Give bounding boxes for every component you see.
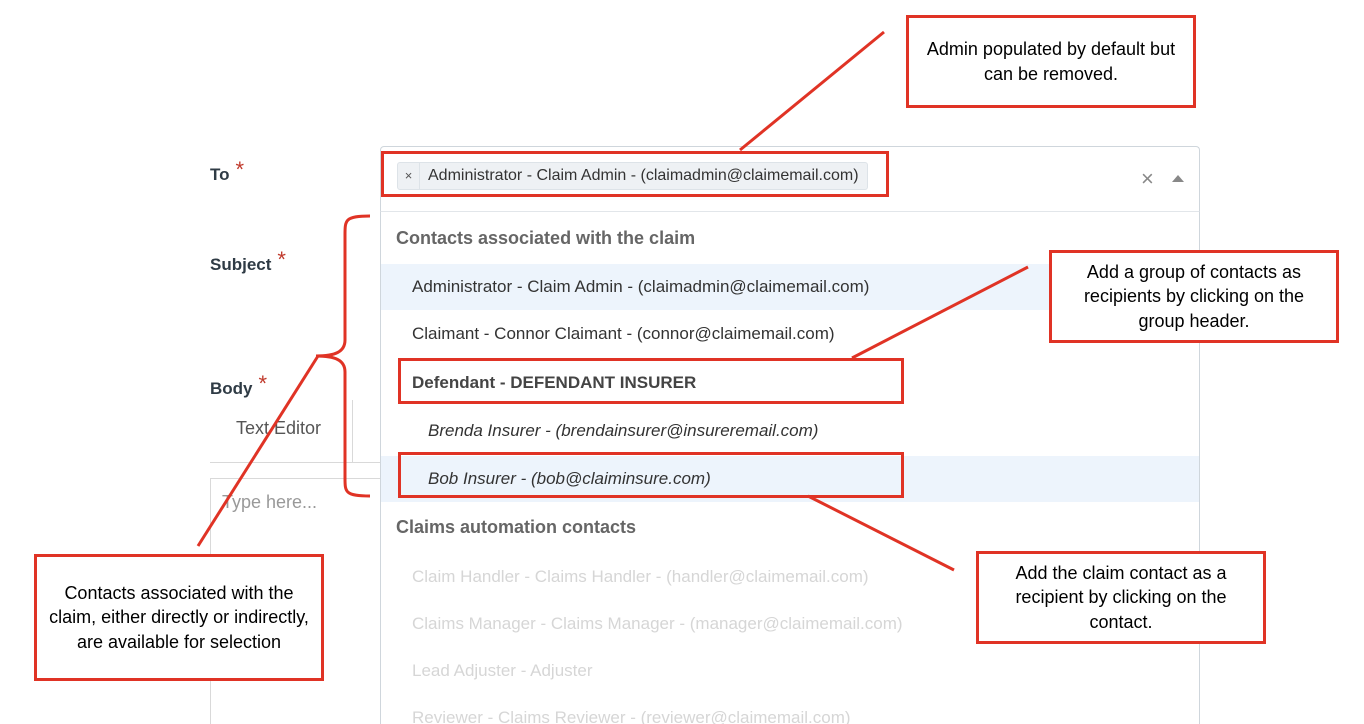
option-bob-insurer[interactable]: Bob Insurer - (bob@claiminsure.com) [381, 456, 1199, 502]
selected-recipient-label: Administrator - Claim Admin - (claimadmi… [428, 167, 859, 184]
callout-contact-note: Add the claim contact as a recipient by … [976, 551, 1266, 644]
highlight-bob-insurer [398, 452, 904, 498]
group-pointer-line [851, 265, 1029, 360]
option-claimant[interactable]: Claimant - Connor Claimant - (connor@cla… [412, 324, 835, 343]
required-mark: * [277, 247, 286, 272]
to-label: To* [210, 157, 245, 184]
bracket-pointer-line [196, 355, 320, 547]
group-header-defendant[interactable]: Defendant - DEFENDANT INSURER [412, 373, 697, 392]
tab-text-editor[interactable]: Text Editor [236, 418, 322, 438]
highlight-defendant-group [398, 358, 904, 404]
subject-label: Subject* [210, 247, 286, 274]
group-header-claim-contacts[interactable]: Contacts associated with the claim [396, 228, 696, 248]
remove-tag-icon[interactable]: × [398, 163, 420, 189]
contact-pointer-line [807, 494, 955, 572]
option-faded[interactable]: Claim Handler - Claims Handler - (handle… [412, 567, 869, 586]
tab-divider [352, 400, 353, 462]
body-editor-placeholder: Type here... [222, 492, 318, 512]
caret-up-icon[interactable] [1172, 175, 1184, 182]
required-mark: * [235, 157, 245, 182]
option-brenda-insurer[interactable]: Brenda Insurer - (brendainsurer@insurere… [428, 421, 819, 440]
option-faded[interactable]: Lead Adjuster - Adjuster [412, 661, 593, 680]
required-mark: * [258, 371, 268, 396]
clear-icon[interactable]: × [1141, 166, 1154, 191]
group-header-automation-contacts[interactable]: Claims automation contacts [396, 517, 637, 537]
selected-recipient-tag: × Administrator - Claim Admin - (claimad… [397, 162, 868, 190]
tab-underline [210, 462, 390, 463]
bracket-shape [315, 214, 371, 498]
option-faded[interactable]: Claims Manager - Claims Manager - (manag… [412, 614, 903, 633]
option-faded[interactable]: Reviewer - Claims Reviewer - (reviewer@c… [412, 708, 851, 724]
admin-pointer-line [739, 30, 885, 152]
highlight-selected-tag [381, 151, 889, 197]
body-label: Body* [210, 371, 268, 398]
callout-group-note: Add a group of contacts as recipients by… [1049, 250, 1339, 343]
callout-associated-note: Contacts associated with the claim, eith… [34, 554, 324, 681]
callout-admin-note: Admin populated by default but can be re… [906, 15, 1196, 108]
